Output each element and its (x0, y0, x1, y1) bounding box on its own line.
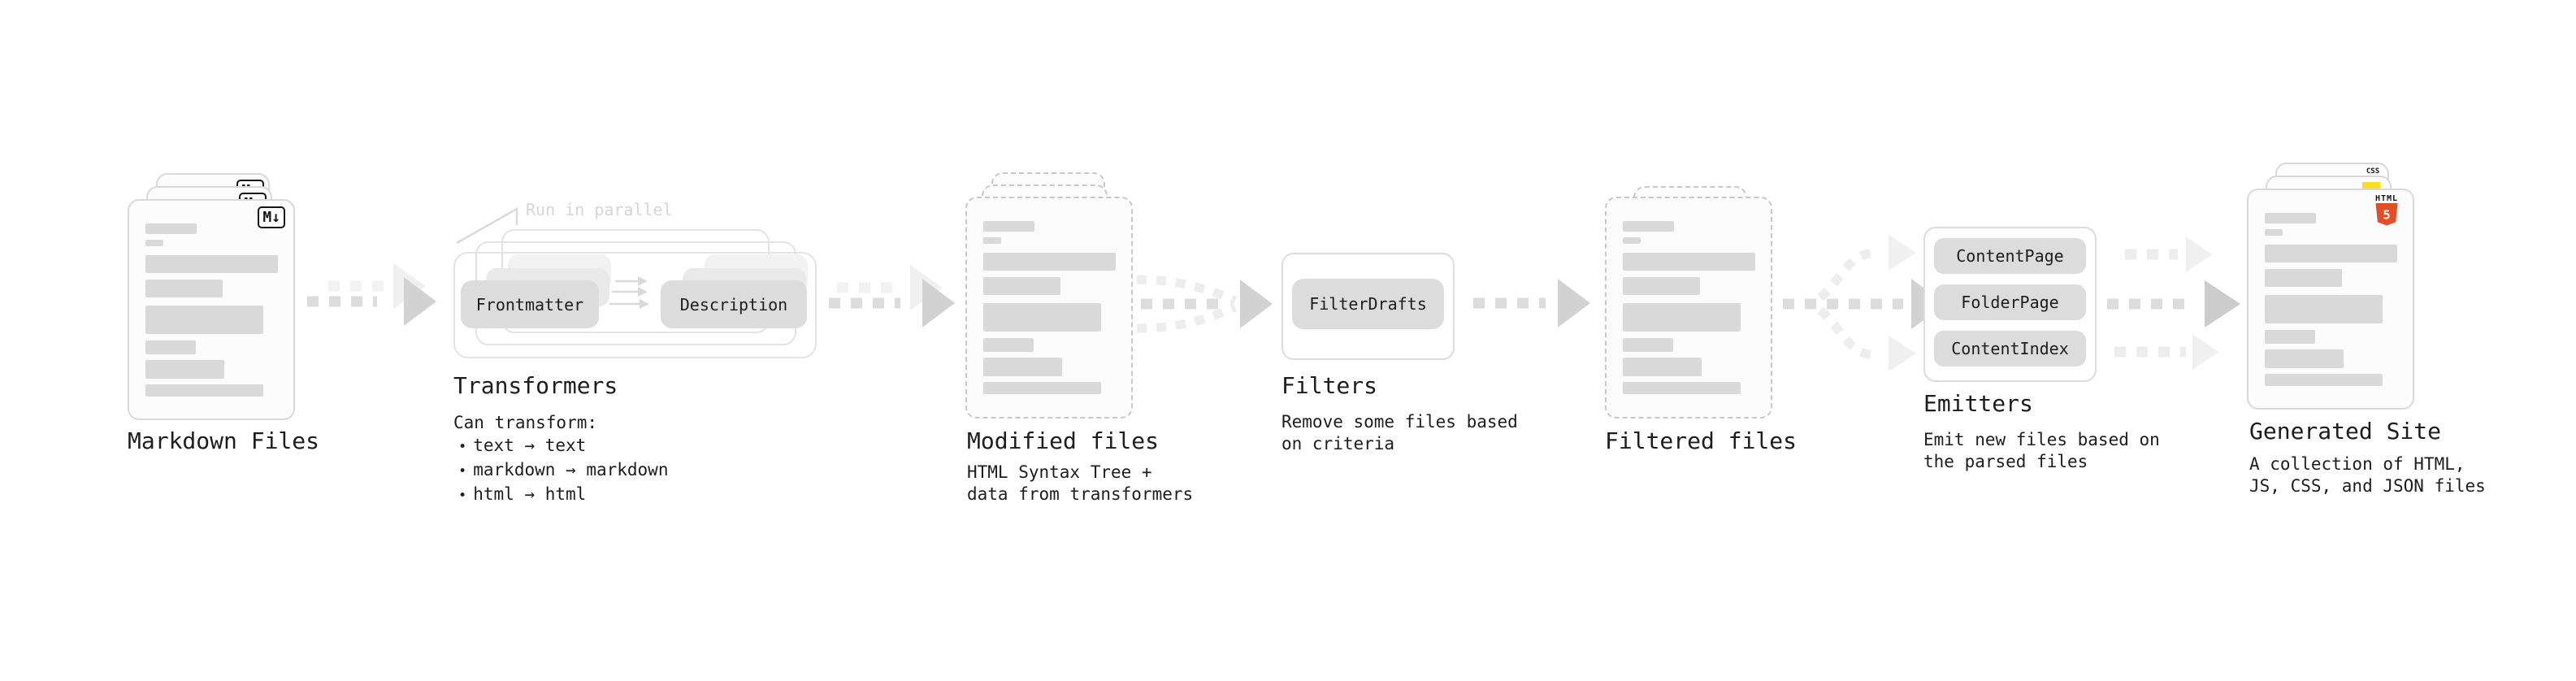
stage-title-generated-site: Generated Site (2249, 418, 2442, 445)
bullet-text: markdown → markdown (473, 460, 669, 479)
bullet-item: • text → text (453, 434, 668, 458)
placeholder-bar (145, 223, 197, 234)
stage-title-transformers: Transformers (453, 372, 618, 399)
placeholder-bar (1623, 303, 1741, 332)
transformer-chip-description: Description (661, 280, 807, 328)
run-in-parallel-note: Run in parallel (526, 200, 673, 219)
generated-doc-front: HTML 5 (2247, 189, 2414, 410)
bullet-text: text → text (473, 436, 587, 455)
placeholder-bar (2265, 269, 2342, 287)
transformers-frame-front (453, 252, 817, 358)
placeholder-bar (983, 358, 1062, 376)
bullet-text: html → html (473, 484, 587, 504)
description-chip-label: Description (679, 294, 788, 314)
placeholder-bar (145, 360, 224, 379)
placeholder-bar (145, 306, 263, 334)
placeholder-bar (983, 277, 1060, 295)
bullet-dot: • (458, 439, 467, 455)
bullet-dot: • (458, 463, 467, 479)
placeholder-bar (1623, 338, 1673, 352)
placeholder-bar (145, 340, 196, 354)
arrow-markdown-to-transformers (307, 263, 436, 326)
frontmatter-chip-label: Frontmatter (475, 294, 584, 314)
placeholder-bar (2265, 213, 2316, 223)
placeholder-bar (983, 253, 1116, 271)
doc-content-placeholder (1623, 221, 1755, 394)
filter-chip-filterdrafts: FilterDrafts (1292, 279, 1444, 329)
placeholder-bar (2265, 245, 2397, 262)
contentindex-chip-label: ContentIndex (1951, 339, 2069, 358)
html5-icon: HTML 5 (2369, 194, 2405, 230)
contentpage-chip-label: ContentPage (1956, 246, 2064, 266)
markdown-doc-front: M↓ (128, 199, 295, 420)
placeholder-bar (145, 384, 263, 397)
modified-files-subtitle: HTML Syntax Tree + data from transformer… (967, 462, 1194, 504)
placeholder-bar (145, 255, 278, 273)
arrow-transformers-to-modified (829, 265, 955, 327)
placeholder-bar (145, 240, 163, 246)
bullet-item: • html → html (453, 483, 668, 507)
stage-title-filtered-files: Filtered files (1605, 427, 1798, 454)
placeholder-bar (145, 280, 223, 297)
transformers-description: Can transform: • text → text • markdown … (453, 411, 668, 507)
placeholder-bar (1623, 237, 1641, 244)
placeholder-bar (983, 303, 1101, 332)
stage-title-modified-files: Modified files (967, 427, 1160, 454)
folderpage-chip-label: FolderPage (1961, 293, 2059, 312)
placeholder-bar (983, 338, 1034, 352)
placeholder-bar (2265, 295, 2383, 323)
doc-content-placeholder (145, 223, 278, 397)
transformer-chip-frontmatter: Frontmatter (461, 280, 599, 328)
placeholder-bar (1623, 221, 1674, 232)
placeholder-bar (983, 382, 1101, 394)
modified-doc-front (965, 197, 1133, 419)
note-leader-line (456, 206, 518, 245)
arrow-filters-to-filtered (1473, 279, 1590, 327)
html5-shield: 5 (2375, 203, 2398, 226)
filters-subtitle: Remove some files based on criteria (1281, 412, 1518, 453)
doc-content-placeholder (2265, 213, 2397, 386)
placeholder-bar (2265, 374, 2383, 386)
placeholder-bar (2265, 349, 2344, 368)
placeholder-bar (1623, 277, 1700, 295)
stage-title-filters: Filters (1281, 372, 1378, 399)
chip-flow-arrows (609, 276, 649, 309)
svg-text:5: 5 (2383, 207, 2390, 222)
placeholder-bar (2265, 330, 2315, 344)
stage-title-emitters: Emitters (1923, 390, 2033, 417)
can-transform-heading: Can transform: (453, 413, 598, 432)
placeholder-bar (1623, 253, 1755, 271)
doc-content-placeholder (983, 221, 1116, 394)
placeholder-bar (2265, 229, 2283, 236)
emitter-chip-contentindex: ContentIndex (1934, 331, 2086, 367)
arrow-emitters-to-generated (2107, 236, 2240, 370)
bullet-item: • markdown → markdown (453, 458, 668, 483)
emitters-subtitle: Emit new files based on the parsed files (1923, 430, 2160, 471)
emitter-chip-folderpage: FolderPage (1934, 284, 2086, 320)
filtered-doc-front (1605, 197, 1772, 419)
placeholder-bar (983, 237, 1001, 244)
emitter-chip-contentpage: ContentPage (1934, 238, 2086, 274)
filterdrafts-chip-label: FilterDrafts (1309, 294, 1427, 314)
placeholder-bar (983, 221, 1034, 232)
stage-title-markdown-files: Markdown Files (128, 427, 320, 454)
placeholder-bar (1623, 358, 1702, 376)
markdown-icon: M↓ (258, 206, 285, 228)
bullet-dot: • (458, 488, 467, 504)
arrow-filtered-to-emitters (1783, 235, 1945, 371)
generated-site-subtitle: A collection of HTML, JS, CSS, and JSON … (2249, 454, 2486, 496)
arrow-modified-to-filters (1136, 275, 1273, 333)
placeholder-bar (1623, 382, 1741, 394)
